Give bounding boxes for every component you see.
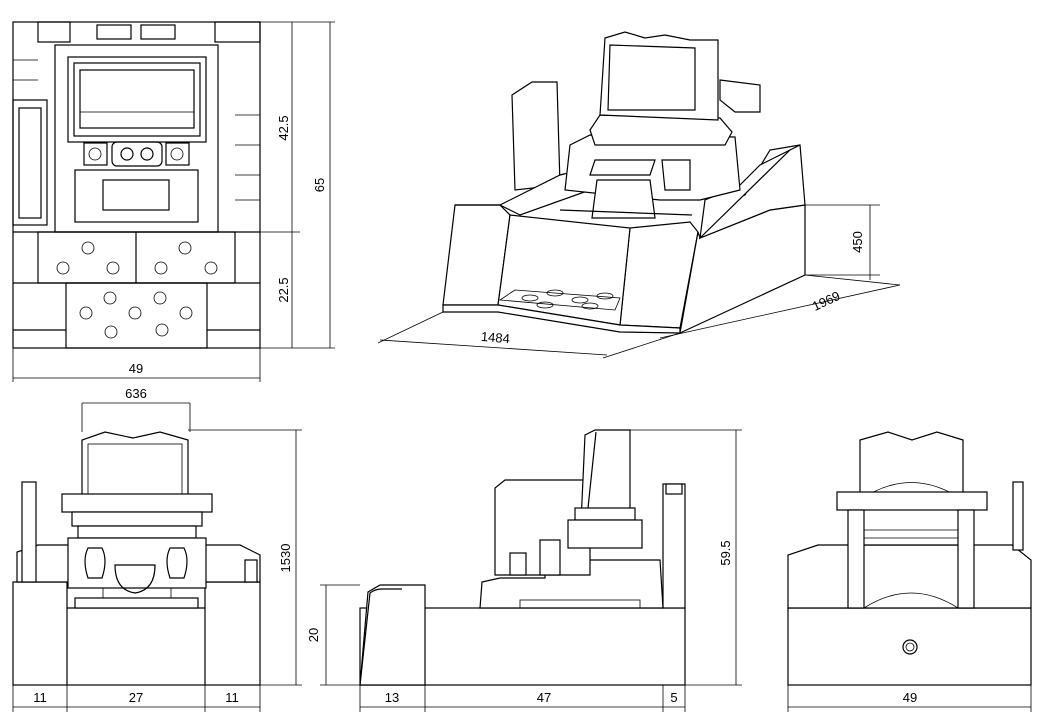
dim-iso-width: 1484: [480, 329, 510, 346]
dim-total-height: 65: [312, 178, 327, 192]
dim-side-total-height: 59.5: [718, 540, 733, 565]
dim-side-bottom-b: 47: [537, 690, 551, 705]
dim-side-bottom-a: 13: [385, 690, 399, 705]
dim-iso-depth: 1969: [810, 288, 843, 314]
back-elevation: 49: [787, 431, 1032, 712]
isometric-view: 1484 1969 450: [377, 31, 901, 359]
dim-width: 49: [129, 361, 143, 376]
dim-front-bottom-right: 11: [225, 690, 239, 705]
flower-pattern: [56, 241, 218, 339]
dim-upper-height: 42.5: [276, 115, 291, 140]
front-elevation: 636 1530 11 27 11: [12, 386, 302, 712]
dim-lower-height: 22.5: [276, 277, 291, 302]
dim-side-bottom-c: 5: [670, 690, 677, 705]
iso-flower-pattern: [521, 289, 614, 310]
dim-back-width: 49: [903, 690, 917, 705]
dim-front-height: 1530: [278, 544, 293, 573]
dim-front-bottom-mid: 27: [129, 690, 143, 705]
dim-front-bottom-left: 11: [33, 690, 47, 705]
dim-iso-height: 450: [850, 231, 865, 253]
dim-side-base-height: 20: [306, 628, 321, 642]
plan-view: 42.5 65 22.5 49: [12, 21, 335, 382]
dim-front-top-width: 636: [125, 386, 147, 401]
side-elevation: 20 59.5 13 47 5: [306, 429, 742, 712]
